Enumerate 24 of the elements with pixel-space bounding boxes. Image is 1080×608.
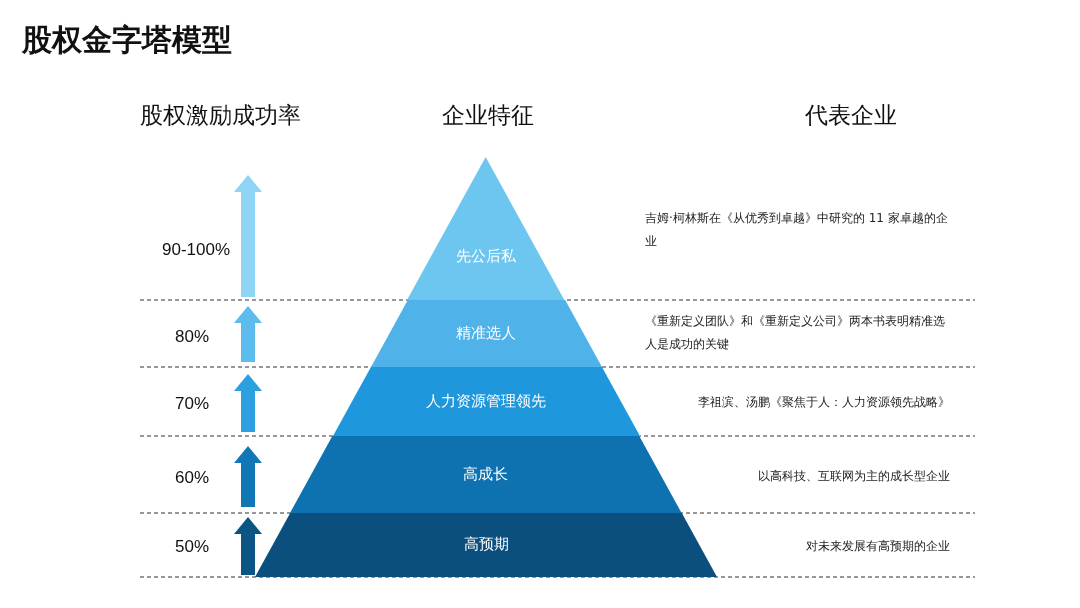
pyramid-band (370, 300, 602, 367)
band-label: 人力资源管理领先 (425, 391, 547, 411)
percentage-label: 80% (175, 327, 209, 347)
band-label: 高成长 (462, 464, 510, 484)
company-description: 对未来发展有高预期的企业 (806, 537, 950, 555)
band-label: 精准选人 (455, 323, 517, 343)
percentage-label: 50% (175, 537, 209, 557)
percentage-label: 60% (175, 468, 209, 488)
column-header: 股权激励成功率 (139, 101, 301, 130)
column-header: 代表企业 (805, 101, 897, 130)
band-label: 先公后私 (455, 247, 517, 267)
pyramid-band (332, 367, 640, 436)
company-description: 李祖滨、汤鹏《聚焦于人：人力资源领先战略》 (698, 393, 950, 411)
company-description: 以高科技、互联网为主的成长型企业 (758, 467, 950, 485)
band-label: 高预期 (462, 535, 510, 554)
title: 股权金字塔模型 (22, 21, 232, 59)
percentage-label: 70% (175, 394, 209, 414)
company-description: 吉姆·柯林斯在《从优秀到卓越》中研究的 11 家卓越的企业 (645, 210, 949, 250)
percentage-label: 90-100% (161, 240, 231, 260)
pyramid-band (290, 436, 682, 513)
company-description: 《重新定义团队》和《重新定义公司》两本书表明精准选人是成功的关键 (645, 313, 946, 353)
column-header: 企业特征 (442, 101, 534, 130)
pyramid-band (407, 157, 565, 300)
pyramid-band (255, 513, 717, 577)
